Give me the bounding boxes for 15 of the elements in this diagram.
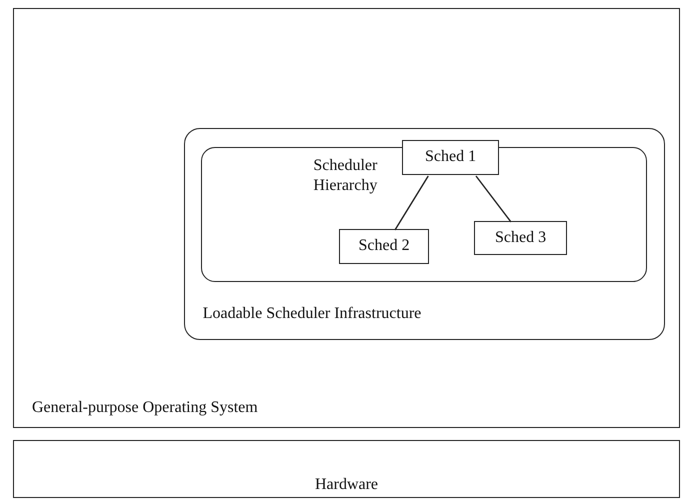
box-label: Sched 3 (494, 228, 548, 248)
box-label: Sched 2 (358, 236, 411, 256)
system-box (13, 8, 680, 428)
connector-line (394, 176, 429, 230)
process-box (474, 221, 568, 256)
process-box (339, 229, 430, 264)
box-label: Loadable Scheduler Infrastructure (202, 304, 422, 323)
box-label: Hardware (314, 475, 380, 494)
process-box (402, 140, 500, 176)
infrastructure-box (184, 128, 665, 340)
hardware-box (13, 440, 680, 498)
connector-line (475, 176, 512, 222)
box-label: General-purpose Operating System (32, 398, 258, 417)
group-heading: Scheduler Hierarchy (312, 156, 378, 195)
box-label: Sched 1 (424, 147, 478, 166)
